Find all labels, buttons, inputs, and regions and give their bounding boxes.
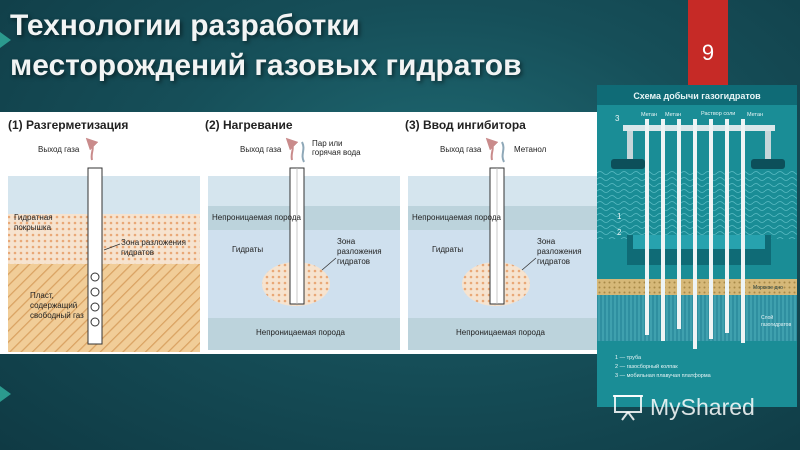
panel-2-impermeable-bottom-label: Непроницаемая порода: [256, 328, 346, 337]
panel-1-zone-label: гидратов: [121, 248, 154, 257]
panel-2-steam-arrow-icon: [301, 141, 305, 163]
panel-1-top-layer: [8, 176, 200, 214]
panel-3-zone-label: разложения: [537, 247, 582, 256]
panel-3-hydrates-label: Гидраты: [432, 245, 463, 254]
scheme-legend-item: 2 — газосборный колпак: [615, 363, 678, 370]
scheme-layer-label: Слой: [761, 314, 773, 321]
panel-1-well: [87, 167, 103, 345]
slide-title-line-2: месторождений газовых гидратов: [10, 49, 522, 82]
panel-3-gas-out-label: Выход газа: [440, 145, 482, 154]
panel-1-hydrate-cover: [8, 214, 200, 264]
extraction-scheme: Схема добычи газогидратов Метан Метан Ра…: [597, 85, 797, 412]
scheme-pipe: [693, 119, 697, 349]
arrow-marker-icon: [0, 386, 11, 402]
panel-2-heading: (2) Нагревание: [205, 118, 293, 132]
scheme-side-label: 1: [617, 212, 622, 221]
panel-inhibitor: (3) Ввод ингибитора Выход газа Метанол Н…: [405, 118, 598, 350]
panel-3-heading: (3) Ввод ингибитора: [405, 118, 526, 132]
scheme-pipe: [725, 119, 729, 333]
scheme-top-label: Метан: [665, 112, 681, 118]
scheme-legend-item: 3 — мобильная плавучая платформа: [615, 373, 712, 379]
scheme-side-label: 2: [617, 228, 622, 237]
panel-2-zone-label: Зона: [337, 237, 356, 246]
panel-2-steam-label: горячая вода: [312, 148, 361, 157]
panel-1-free-gas-layer: [8, 264, 200, 352]
panel-3-impermeable-bottom: [408, 318, 598, 350]
panel-2-impermeable-bottom: [208, 318, 400, 350]
scheme-top-label: Метан: [641, 112, 657, 118]
panel-depressurization: (1) Разгерметизация Выход газа Гидратная…: [8, 118, 200, 352]
panel-3-zone-label: Зона: [537, 237, 556, 246]
panel-1-free-gas-label: Пласт,: [30, 291, 54, 300]
panel-2-zone-label: гидратов: [337, 257, 370, 266]
page-number-tab: 9: [688, 0, 728, 94]
panel-2-zone-label: разложения: [337, 247, 382, 256]
panel-1-gas-out-label: Выход газа: [38, 145, 80, 154]
slide-title: Технологии разработки месторождений газо…: [10, 6, 650, 86]
scheme-gas-hood-inner: [633, 235, 765, 249]
panel-3-methanol-arrow-icon: [501, 141, 505, 163]
slide-title-line-1: Технологии разработки: [10, 9, 360, 42]
scheme-top-label: Раствор соли: [701, 111, 735, 117]
panel-1-cover-label: Гидратная: [14, 213, 53, 222]
process-panels-svg: (1) Разгерметизация Выход газа Гидратная…: [8, 118, 598, 352]
scheme-pipe: [645, 119, 649, 335]
scheme-side-label: 3: [615, 114, 620, 123]
panel-1-heading: (1) Разгерметизация: [8, 118, 128, 132]
panel-3-impermeable-top-label: Непроницаемая порода: [412, 213, 502, 222]
scheme-float: [611, 159, 645, 169]
process-panels: (1) Разгерметизация Выход газа Гидратная…: [0, 112, 600, 354]
presentation-board-icon: [613, 395, 643, 421]
panel-1-zone-pointer: [103, 243, 121, 251]
extraction-scheme-svg: Схема добычи газогидратов Метан Метан Ра…: [597, 85, 797, 407]
scheme-platform-leg: [765, 131, 771, 163]
panel-3-zone-pointer: [521, 257, 537, 271]
panel-1-free-gas-label: содержащий: [30, 301, 77, 310]
scheme-pipe: [677, 119, 681, 329]
panel-2-impermeable-top-label: Непроницаемая порода: [212, 213, 302, 222]
scheme-pipe: [709, 119, 713, 339]
watermark-text: MyShared: [650, 394, 755, 420]
panel-3-gas-arrow-icon: [485, 137, 499, 161]
panel-1-zone-label: Зона разложения: [121, 238, 186, 247]
scheme-title: Схема добычи газогидратов: [633, 91, 761, 101]
panel-1-cover-label: покрышка: [14, 223, 52, 232]
scheme-platform-leg: [627, 131, 633, 163]
scheme-title-bar: [597, 85, 797, 105]
panel-1-perforation: [90, 302, 100, 312]
scheme-platform-deck: [623, 125, 775, 131]
panel-2-gas-out-label: Выход газа: [240, 145, 282, 154]
arrow-marker-icon: [0, 32, 11, 48]
watermark: MyShared: [612, 392, 788, 422]
panel-1-gas-arrow-icon: [85, 137, 99, 161]
scheme-float: [751, 159, 785, 169]
panel-2-gas-arrow-icon: [285, 137, 299, 161]
panel-1-perforation: [90, 287, 100, 297]
panel-3-methanol-label: Метанол: [514, 145, 547, 154]
panel-3-impermeable-bottom-label: Непроницаемая порода: [456, 328, 546, 337]
scheme-top-label: Метан: [747, 112, 763, 118]
scheme-layer-label: газогидратов: [761, 322, 791, 328]
panel-1-perforation: [90, 317, 100, 327]
page-number: 9: [701, 40, 715, 65]
panel-heating: (2) Нагревание Выход газа Пар или горяча…: [205, 118, 400, 350]
scheme-legend-item: 1 — труба: [615, 355, 642, 361]
scheme-pipe: [661, 119, 665, 341]
panel-3-zone-label: гидратов: [537, 257, 570, 266]
panel-2-steam-label: Пар или: [312, 139, 342, 148]
panel-2-zone-pointer: [321, 257, 337, 271]
panel-1-free-gas-label: свободный газ: [30, 311, 84, 320]
panel-1-perforation: [90, 272, 100, 282]
scheme-pipe: [741, 119, 745, 343]
scheme-seabed-label: Морское дно: [753, 285, 783, 291]
panel-2-hydrates-label: Гидраты: [232, 245, 263, 254]
